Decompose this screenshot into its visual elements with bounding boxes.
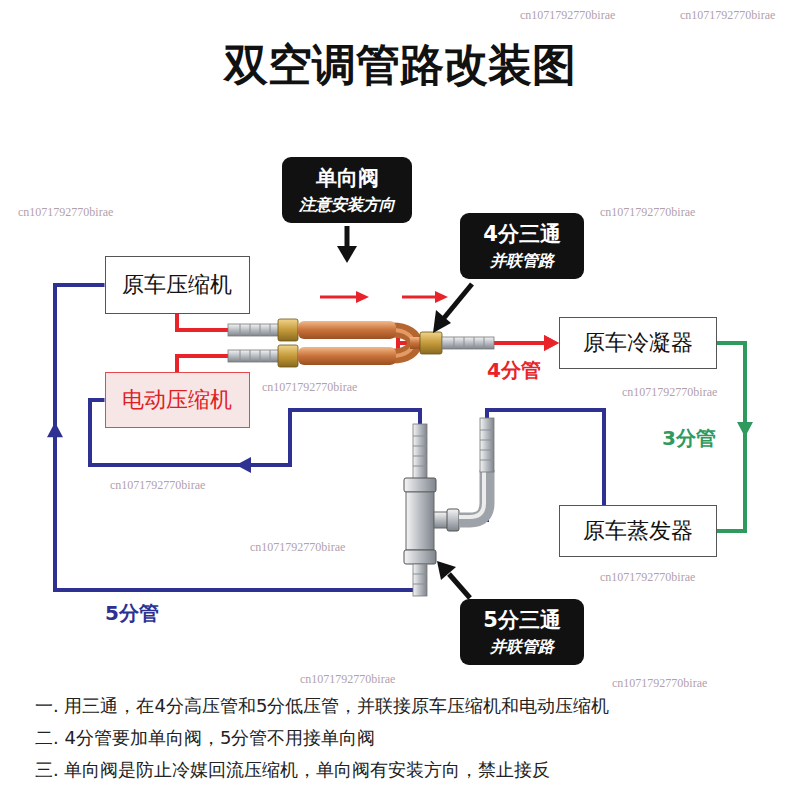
leader-arrowhead <box>437 561 456 580</box>
watermark: cn1071792770birae <box>600 205 695 220</box>
node-title: 5分三通 <box>483 608 561 633</box>
note-text: 一. 用三通，在4分高压管和5分低压管，并联接原车压缩机和电动压缩机 <box>35 694 609 718</box>
arrowhead <box>236 457 251 473</box>
arrowhead <box>544 335 559 351</box>
tee-body <box>406 492 434 550</box>
watermark: cn1071792770birae <box>250 540 345 555</box>
pipe-size-label: 5分管 <box>105 600 159 627</box>
elbow <box>459 470 487 520</box>
flow-arrow <box>402 296 437 299</box>
node-title: 原车压缩机 <box>122 272 232 298</box>
nut <box>404 550 436 564</box>
hose-ribs <box>413 436 427 466</box>
leader-line <box>444 284 472 318</box>
hose-fitting <box>413 424 427 480</box>
hose-fitting <box>413 564 427 596</box>
node-subtitle: 并联管路 <box>490 251 554 270</box>
pipe-connector <box>55 285 604 590</box>
pipe-connector-group <box>717 343 753 531</box>
component-box: 原车蒸发器 <box>559 505 717 557</box>
watermark: cn1071792770birae <box>110 478 205 493</box>
hose-fitting <box>228 324 280 336</box>
watermark: cn1071792770birae <box>600 570 695 585</box>
node-title: 电动压缩机 <box>122 387 232 413</box>
node-subtitle: 并联管路 <box>490 637 554 656</box>
note-text: 三. 单向阀是防止冷媒回流压缩机，单向阀有安装方向，禁止接反 <box>35 758 550 782</box>
flow-arrows <box>320 291 448 303</box>
arrowhead <box>544 335 559 351</box>
watermark: cn1071792770birae <box>612 676 707 691</box>
hose-ribs <box>240 324 270 362</box>
elbow-highlight <box>459 470 484 517</box>
pipe-connector-group <box>47 285 604 590</box>
pipe-connector <box>717 343 745 531</box>
arrowhead <box>47 422 63 437</box>
nut <box>278 345 298 367</box>
callout-box: 单向阀注意安装方向 <box>282 157 412 223</box>
nut <box>447 509 459 531</box>
node-title: 原车冷凝器 <box>583 330 693 356</box>
nut <box>278 319 298 341</box>
check-valve-assembly <box>228 319 494 367</box>
flow-arrowhead <box>435 291 448 303</box>
arrowhead <box>737 422 753 437</box>
diagram-title: 双空调管路改装图 <box>0 36 800 95</box>
node-title: 4分三通 <box>483 222 561 247</box>
watermark: cn1071792770birae <box>622 385 717 400</box>
leader-arrowhead <box>337 246 357 263</box>
hose-ribs <box>454 337 484 349</box>
hose-ribs <box>480 430 494 460</box>
tee-fitting <box>404 418 494 596</box>
watermark: cn1071792770birae <box>300 672 395 687</box>
watermark: cn1071792770birae <box>18 205 113 220</box>
node-title: 单向阀 <box>316 166 379 191</box>
callout-box: 4分三通并联管路 <box>460 213 584 279</box>
pipe-connector-group <box>177 314 559 351</box>
component-box: 原车冷凝器 <box>559 317 717 369</box>
watermark: cn1071792770birae <box>680 8 775 23</box>
callout-leaders <box>337 226 472 598</box>
pipe-size-label: 3分管 <box>662 425 716 452</box>
leader-line <box>449 574 470 598</box>
copper-valve-body <box>298 347 396 365</box>
hose-fitting <box>480 418 494 472</box>
watermark: cn1071792770birae <box>262 380 357 395</box>
node-subtitle: 注意安装方向 <box>299 195 395 214</box>
node-title: 原车蒸发器 <box>583 518 693 544</box>
pipe-size-label: 4分管 <box>487 357 541 384</box>
hose-ribs <box>413 574 427 584</box>
callout-box: 5分三通并联管路 <box>460 599 584 665</box>
component-box: 原车压缩机 <box>105 256 250 314</box>
nut <box>420 332 442 354</box>
hose-fitting <box>228 350 280 362</box>
copper-valve-body <box>298 321 396 339</box>
note-text: 二. 4分管要加单向阀，5分管不用接单向阀 <box>35 726 375 750</box>
flow-arrowhead <box>356 291 369 303</box>
leader-line <box>345 226 350 248</box>
component-box: 电动压缩机 <box>105 372 250 428</box>
hose-fitting <box>442 337 494 349</box>
nut <box>404 478 436 492</box>
leader-arrowhead <box>433 310 451 333</box>
tee-side-port <box>434 512 448 528</box>
watermark: cn1071792770birae <box>520 8 615 23</box>
flow-arrow <box>320 296 358 299</box>
